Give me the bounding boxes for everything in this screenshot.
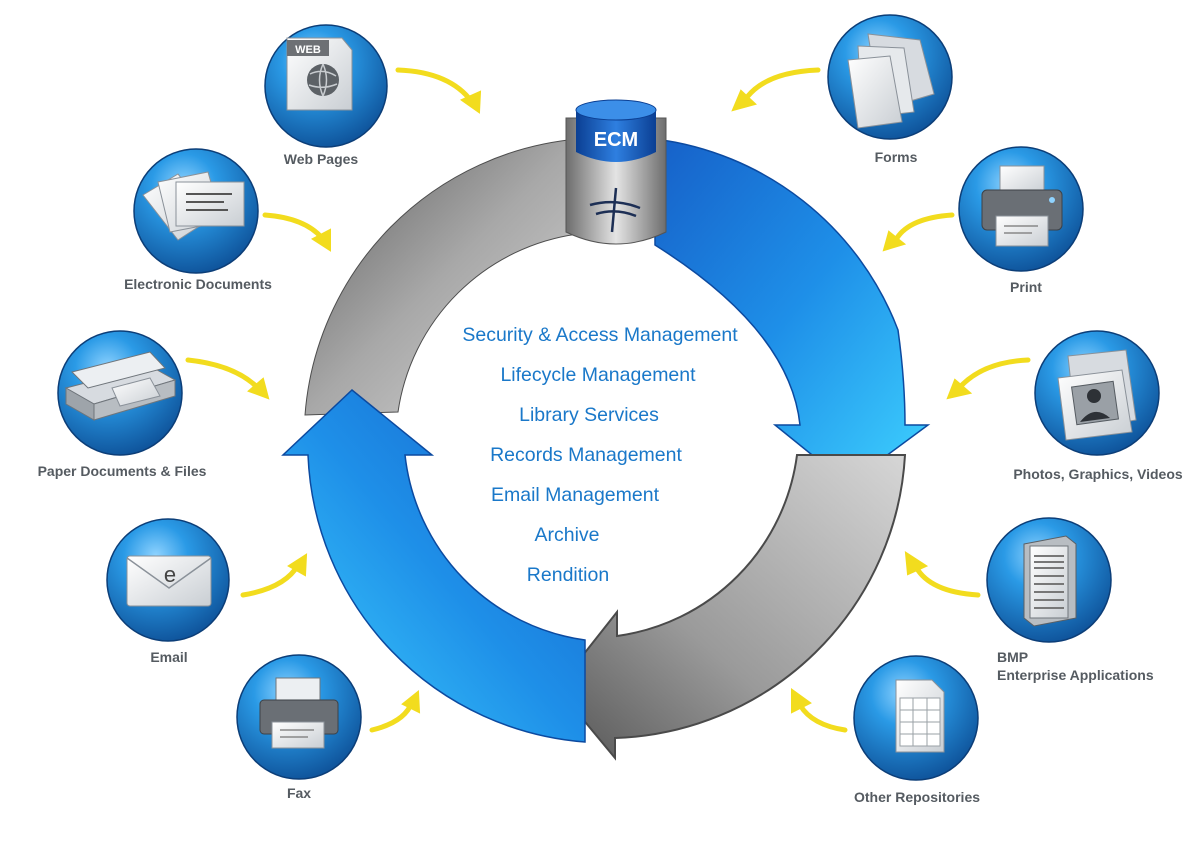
label-web-pages: Web Pages	[284, 151, 359, 167]
ecm-logo-icon	[589, 187, 641, 233]
label-bmp-line1: BMP	[997, 649, 1028, 665]
label-photos: Photos, Graphics, Videos	[1013, 466, 1183, 482]
feed-arrow-photos	[946, 357, 1031, 400]
label-other-repositories: Other Repositories	[854, 789, 980, 805]
feed-arrow-bmp	[904, 551, 981, 598]
feed-arrow-print	[882, 212, 955, 252]
capability-email: Email Management	[491, 484, 660, 506]
fax-icon	[259, 677, 339, 749]
feed-arrow-web-pages	[395, 67, 482, 114]
photo-folder-icon	[1057, 349, 1137, 441]
capability-list: Security & Access Management Lifecycle M…	[462, 324, 738, 586]
feed-arrow-fax	[369, 689, 421, 733]
email-icon-letter: e	[164, 562, 176, 587]
capability-archive: Archive	[534, 524, 599, 546]
label-electronic-documents: Electronic Documents	[124, 276, 272, 292]
capability-rendition: Rendition	[527, 564, 609, 586]
capability-security: Security & Access Management	[462, 324, 738, 346]
ecm-badge: ECM	[594, 129, 638, 151]
gray-arc-lower-right	[555, 454, 907, 761]
label-paper-documents: Paper Documents & Files	[38, 463, 207, 479]
ecm-cylinder: ECM	[565, 99, 667, 245]
label-bmp-line2: Enterprise Applications	[997, 667, 1154, 683]
source-forms: Forms	[827, 14, 953, 165]
documents-icon	[142, 171, 245, 241]
feed-arrows	[185, 67, 1031, 733]
server-icon	[1023, 535, 1077, 627]
blue-arc-lower-left	[281, 389, 586, 743]
source-other-repositories: Other Repositories	[853, 655, 980, 805]
capability-records: Records Management	[490, 444, 682, 466]
forms-icon	[847, 33, 935, 129]
label-email: Email	[150, 649, 187, 665]
blue-arc-upper-right	[654, 138, 931, 485]
scanner-icon	[64, 351, 177, 421]
capability-lifecycle: Lifecycle Management	[500, 364, 696, 386]
cycle-ring	[281, 138, 931, 761]
source-bmp: BMP Enterprise Applications	[986, 517, 1154, 683]
label-print: Print	[1010, 279, 1042, 295]
label-fax: Fax	[287, 785, 311, 801]
gray-arc-upper-left	[304, 138, 579, 416]
source-electronic-documents: Electronic Documents	[124, 148, 272, 292]
source-email: e Email	[106, 518, 230, 665]
printer-icon	[981, 165, 1063, 247]
feed-arrow-other-repositories	[791, 688, 848, 733]
web-page-icon: WEB	[286, 37, 353, 111]
feed-arrow-forms	[731, 67, 821, 112]
capability-library: Library Services	[519, 404, 659, 426]
label-forms: Forms	[875, 149, 918, 165]
feed-arrow-electronic-documents	[262, 212, 331, 252]
envelope-icon: e	[126, 555, 212, 607]
web-icon-text: WEB	[295, 44, 321, 56]
source-paper-documents: Paper Documents & Files	[38, 330, 207, 479]
source-web-pages: WEB Web Pages	[264, 24, 388, 167]
spreadsheet-icon	[895, 679, 945, 753]
source-print: Print	[958, 146, 1084, 295]
feed-arrow-email	[240, 553, 308, 598]
source-fax: Fax	[236, 654, 362, 801]
feed-arrow-paper-documents	[185, 357, 270, 400]
source-photos: Photos, Graphics, Videos	[1013, 330, 1183, 482]
